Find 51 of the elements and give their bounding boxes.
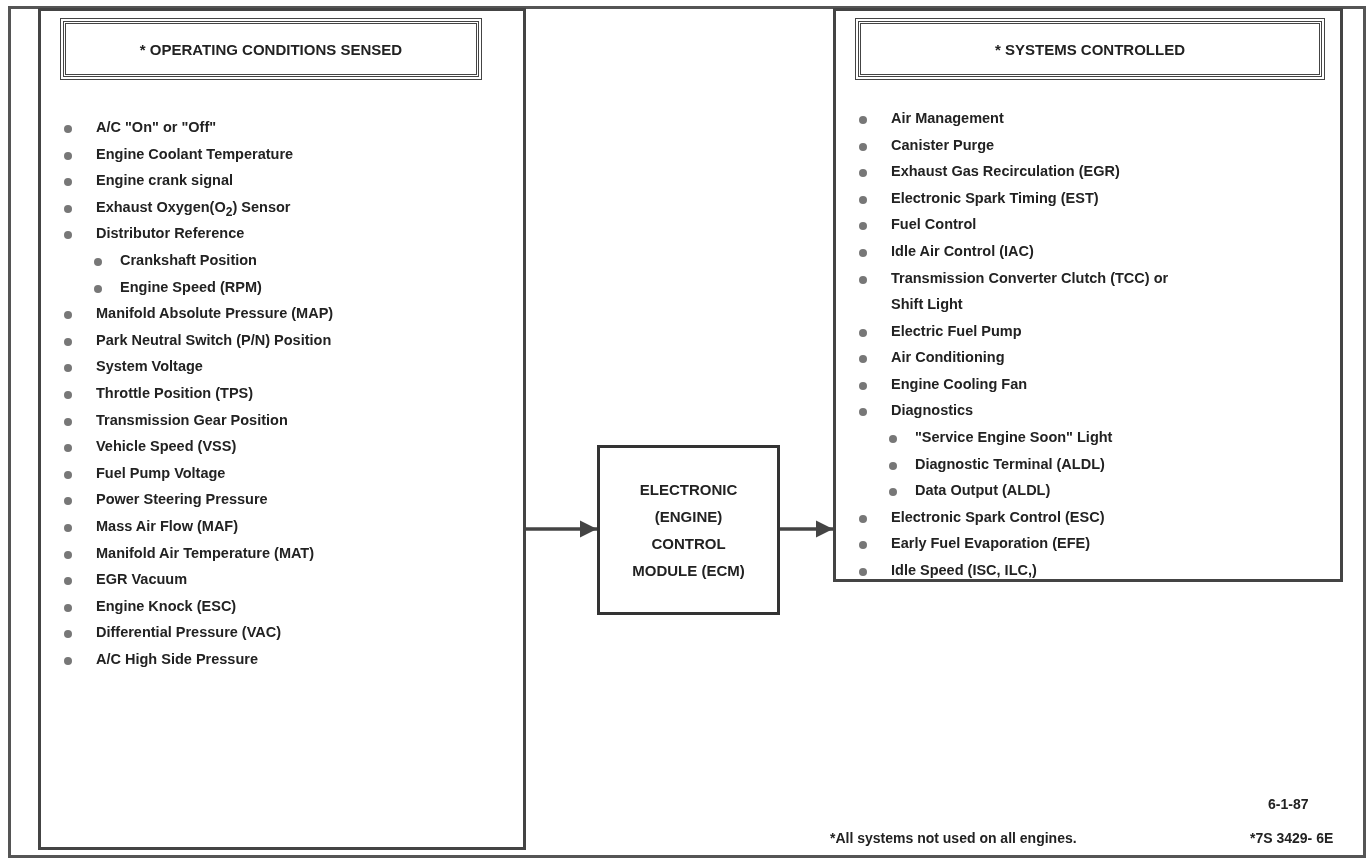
list-item-text: EGR Vacuum	[96, 570, 188, 590]
module-label: ELECTRONIC (ENGINE) CONTROL MODULE (ECM)	[631, 480, 746, 581]
list-item-text: Idle Speed (ISC, ILC,)	[891, 560, 1037, 580]
arrow	[780, 520, 833, 538]
list-item-text: Park Neutral Switch (P/N) Position	[96, 330, 332, 350]
list-item-text: Diagnostics	[891, 401, 974, 421]
list-item-text: Electronic Spark Timing (EST)	[891, 188, 1099, 208]
list-item-text: Engine Knock (ESC)	[96, 596, 237, 616]
list-item-text: Engine crank signal	[96, 171, 233, 191]
list-item-text: Vehicle Speed (VSS)	[96, 437, 237, 457]
list-item-text: Mass Air Flow (MAF)	[96, 516, 239, 536]
list-item-text: Manifold Absolute Pressure (MAP)	[96, 304, 334, 324]
list-item-text: A/C High Side Pressure	[96, 649, 258, 669]
list-item-text: A/C "On" or "Off"	[96, 118, 217, 137]
list-item-text: "Service Engine Soon" Light	[915, 427, 1113, 447]
list-item-text: Air Conditioning	[891, 348, 1005, 368]
list-item-text: Electric Fuel Pump	[891, 321, 1022, 341]
list-item-text: Fuel Control	[891, 215, 977, 235]
date-text: 6-1-87	[1268, 796, 1309, 812]
list-item-text: Air Management	[891, 109, 1004, 128]
list-panel	[833, 8, 1343, 582]
list-item-text: Diagnostic Terminal (ALDL)	[915, 454, 1105, 474]
list-item-text: Engine Coolant Temperature	[96, 144, 294, 164]
list-item-text: Exhaust Oxygen(O$_{2}$) Sensor	[96, 197, 291, 221]
list-item-text: System Voltage	[96, 357, 203, 377]
header-text: * SYSTEMS CONTROLLED	[995, 40, 1185, 58]
header-text: * OPERATING CONDITIONS SENSED	[139, 40, 403, 58]
header-box	[63, 21, 479, 77]
list-item-text: Transmission Gear Position	[96, 410, 288, 430]
list-item-text: Engine Speed (RPM)	[120, 277, 262, 297]
footnote-text: *All systems not used on all engines.	[830, 830, 1077, 846]
list-item-text: Manifold Air Temperature (MAT)	[96, 543, 315, 563]
header-box	[858, 21, 1322, 77]
list-item-text: Early Fuel Evaporation (EFE)	[891, 534, 1090, 554]
list-item-text: Canister Purge	[891, 135, 995, 155]
list-item-text: Engine Cooling Fan	[891, 374, 1028, 394]
list-item-text: Crankshaft Position	[120, 250, 257, 270]
list-item-text: Transmission Converter Clutch (TCC) or Shift Light	[891, 268, 1170, 314]
list-item-text: Data Output (ALDL)	[915, 481, 1051, 501]
list-item-text: Distributor Reference	[96, 224, 245, 244]
list-item-text: Power Steering Pressure	[96, 490, 268, 510]
list-item-text: Exhaust Gas Recirculation (EGR)	[891, 162, 1120, 182]
reference-code: *7S 3429- 6E	[1250, 830, 1334, 846]
list-item-text: Throttle Position (TPS)	[96, 383, 254, 403]
list-item-text: Electronic Spark Control (ESC)	[891, 507, 1105, 527]
list-item-text: Differential Pressure (VAC)	[96, 623, 282, 643]
arrow	[526, 520, 597, 538]
module-box	[597, 445, 780, 615]
list-panel	[38, 8, 526, 850]
list-item-text: Idle Air Control (IAC)	[891, 241, 1034, 261]
list-item-text: Fuel Pump Voltage	[96, 463, 226, 483]
